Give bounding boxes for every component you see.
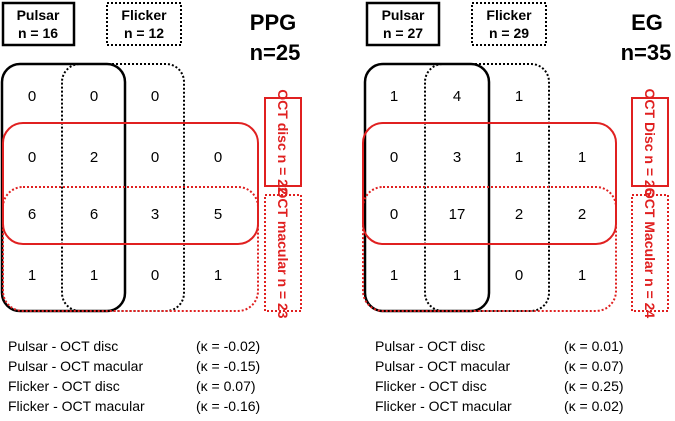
kappa-row: Flicker - OCT macular (κ = -0.16) [8, 396, 328, 416]
cell: 4 [453, 88, 461, 105]
cell: 6 [90, 206, 98, 223]
oct-macular-label-box [264, 194, 302, 312]
kappa-label: Flicker - OCT disc [8, 378, 120, 394]
pulsar-label-box [365, 1, 441, 47]
oct-disc-label-box [631, 97, 669, 187]
cell: 1 [515, 149, 523, 166]
oct-disc-label: OCT disc n = 22 [275, 89, 291, 195]
cell: 0 [151, 149, 159, 166]
cell: 0 [515, 267, 523, 284]
cell: 1 [28, 267, 36, 284]
cell: 2 [90, 149, 98, 166]
venn-diagram-eg: Pulsar n = 27 Flicker n = 29 EG n=35 1 4… [362, 1, 672, 319]
pulsar-n: n = 27 [383, 25, 423, 41]
cell: 17 [449, 206, 466, 223]
oct-disc-label: OCT Disc n = 26 [642, 89, 658, 196]
kappa-list: Pulsar - OCT disc (κ = 0.01) Pulsar - OCT… [375, 336, 671, 416]
cell: 1 [453, 267, 461, 284]
oct-disc-set [2, 122, 259, 245]
flicker-label-box [471, 2, 547, 46]
cell: 0 [214, 149, 222, 166]
venn-diagram-ppg: Pulsar n = 16 Flicker n = 12 PPG n=25 0 … [0, 1, 302, 319]
panel-eg: Pulsar n = 27 Flicker n = 29 EG n=35 1 4… [337, 0, 675, 421]
kappa-row: Pulsar - OCT macular (κ = -0.15) [8, 356, 328, 376]
kappa-label: Flicker - OCT disc [375, 378, 487, 394]
kappa-label: Pulsar - OCT macular [8, 358, 144, 374]
kappa-row: Flicker - OCT disc (κ = 0.07) [8, 376, 328, 396]
cell: 2 [578, 206, 586, 223]
oct-macular-label-box [631, 194, 669, 312]
kappa-row: Pulsar - OCT macular (κ = 0.07) [375, 356, 671, 376]
cell: 0 [28, 88, 36, 105]
cell: 0 [390, 149, 398, 166]
cell: 0 [28, 149, 36, 166]
cell: 1 [390, 88, 398, 105]
pulsar-n: n = 16 [18, 25, 58, 41]
flicker-label: Flicker [486, 7, 532, 23]
kappa-row: Flicker - OCT macular (κ = 0.02) [375, 396, 671, 416]
kappa-label: Flicker - OCT macular [375, 398, 512, 414]
cell: 5 [214, 206, 222, 223]
cell: 0 [90, 88, 98, 105]
cell: 1 [578, 267, 586, 284]
cell-grid: 1 4 1 0 3 1 1 0 17 2 2 1 1 0 1 [390, 88, 586, 284]
oct-disc-label-box [264, 97, 302, 187]
oct-disc-set [362, 122, 617, 245]
kappa-row: Pulsar - OCT disc (κ = -0.02) [8, 336, 328, 356]
pulsar-label: Pulsar [382, 7, 425, 23]
kappa-label: Pulsar - OCT disc [375, 338, 486, 354]
pulsar-label-box [1, 1, 76, 47]
cell: 1 [390, 267, 398, 284]
cell-grid: 0 0 0 0 2 0 0 6 6 3 5 1 1 0 1 [28, 88, 222, 284]
kappa-label: Pulsar - OCT macular [375, 358, 511, 374]
cell: 0 [151, 88, 159, 105]
cell: 6 [28, 206, 36, 223]
cell: 2 [515, 206, 523, 223]
cell: 0 [151, 267, 159, 284]
oct-macular-set [362, 186, 617, 312]
flicker-n: n = 12 [124, 25, 164, 41]
kappa-value: (κ = 0.01) [564, 338, 624, 354]
kappa-list: Pulsar - OCT disc (κ = -0.02) Pulsar - OC… [8, 336, 328, 416]
kappa-value: (κ = -0.16) [196, 398, 261, 414]
cell: 3 [453, 149, 461, 166]
panel-ppg: Pulsar n = 16 Flicker n = 12 PPG n=25 0 … [0, 1, 328, 416]
cell: 0 [390, 206, 398, 223]
group-title: EG [631, 10, 663, 35]
oct-macular-label: OCT Macular n = 24 [642, 188, 658, 319]
cell: 1 [90, 267, 98, 284]
kappa-value: (κ = 0.02) [564, 398, 624, 414]
flicker-n: n = 29 [489, 25, 529, 41]
group-n: n=25 [250, 40, 301, 65]
kappa-row: Pulsar - OCT disc (κ = 0.01) [375, 336, 671, 356]
kappa-label: Pulsar - OCT disc [8, 338, 119, 354]
flicker-label: Flicker [121, 7, 167, 23]
cell: 1 [578, 149, 586, 166]
kappa-row: Flicker - OCT disc (κ = 0.25) [375, 376, 671, 396]
cell: 3 [151, 206, 159, 223]
cell: 1 [515, 88, 523, 105]
kappa-value: (κ = 0.07) [564, 358, 624, 374]
cell: 1 [214, 267, 222, 284]
kappa-value: (κ = -0.02) [196, 338, 261, 354]
kappa-label: Flicker - OCT macular [8, 398, 145, 414]
oct-macular-label: OCT macular n = 23 [275, 187, 291, 318]
kappa-value: (κ = -0.15) [196, 358, 261, 374]
group-title: PPG [250, 10, 296, 35]
kappa-value: (κ = 0.07) [196, 378, 256, 394]
flicker-label-box [106, 2, 182, 46]
pulsar-label: Pulsar [17, 7, 60, 23]
oct-macular-set [2, 186, 259, 312]
group-n: n=35 [621, 40, 672, 65]
kappa-value: (κ = 0.25) [564, 378, 624, 394]
